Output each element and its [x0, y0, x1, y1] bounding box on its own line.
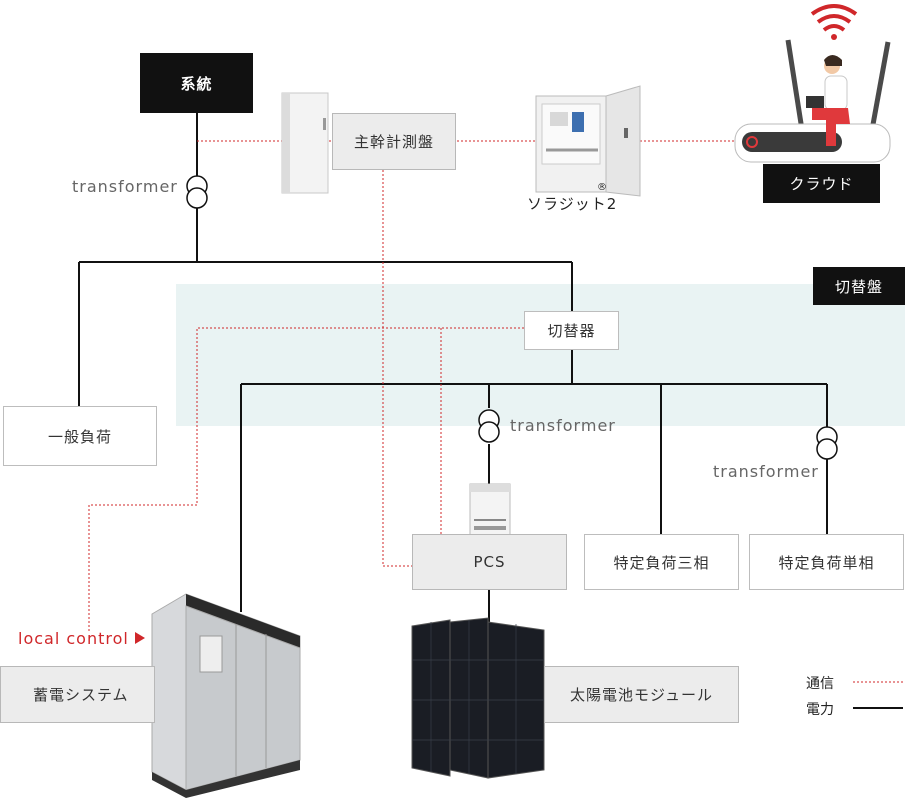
power-lines: [78, 113, 828, 628]
solarit-registered-mark: ®: [597, 182, 608, 193]
storage-node: 蓄電システム: [0, 666, 155, 723]
pcs-device-image: [469, 483, 511, 537]
pcs-node: PCS: [412, 534, 567, 590]
switch-panel-label: 切替盤: [813, 267, 905, 305]
local-control-arrow-icon: [135, 632, 145, 644]
transformer-icon: [478, 409, 500, 443]
cloud-illustration: [734, 39, 891, 163]
person-icon: [806, 55, 850, 146]
cloud-node: クラウド: [763, 164, 880, 203]
solar-modules-image: [411, 617, 545, 779]
transformer-icon: [186, 175, 208, 209]
solarit-device-image: [535, 85, 641, 197]
wifi-icon: [810, 4, 858, 40]
main-meter-node: 主幹計測盤: [332, 113, 456, 170]
transformer-icon: [816, 426, 838, 460]
solarit-name: ソラジット: [527, 195, 607, 213]
switch-panel-area: [176, 284, 905, 426]
legend-power-label: 電力: [806, 702, 834, 718]
transformer-label: transformer: [510, 416, 616, 435]
solarit-number: 2: [606, 195, 618, 213]
main-meter-cabinet-image: [281, 92, 329, 194]
switch-node: 切替器: [524, 311, 619, 350]
transformer-label: transformer: [713, 462, 819, 481]
load1-node: 特定負荷単相: [749, 534, 904, 590]
local-control-label: local control: [18, 629, 129, 648]
legend-comm-label: 通信: [806, 676, 834, 692]
solarit-label: ソラジット2: [527, 193, 617, 214]
transformer-label: transformer: [72, 177, 178, 196]
grid-node: 系統: [140, 53, 253, 113]
storage-system-image: [151, 593, 301, 798]
load3-node: 特定負荷三相: [584, 534, 739, 590]
solar-node: 太陽電池モジュール: [544, 666, 739, 723]
general-load-node: 一般負荷: [3, 406, 157, 466]
